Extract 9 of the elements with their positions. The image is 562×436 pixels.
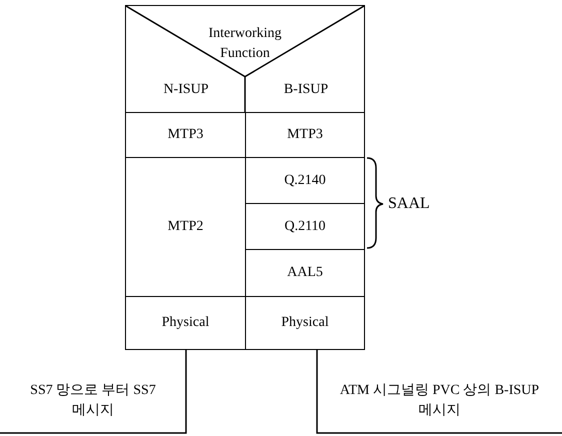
protocol-layer-box: Physical — [245, 296, 365, 350]
message-label: SS7 망으로 부터 SS7 메시지 — [0, 368, 186, 433]
group-label: SAAL — [388, 194, 430, 214]
layer-label: B-ISUP — [253, 75, 359, 105]
connector-line — [316, 350, 562, 434]
message-label: ATM 시그널링 PVC 상의 B-ISUP 메시지 — [317, 368, 562, 433]
layer-label: N-ISUP — [133, 75, 239, 105]
connector-line — [0, 350, 187, 434]
protocol-layer-box: Physical — [125, 296, 246, 350]
